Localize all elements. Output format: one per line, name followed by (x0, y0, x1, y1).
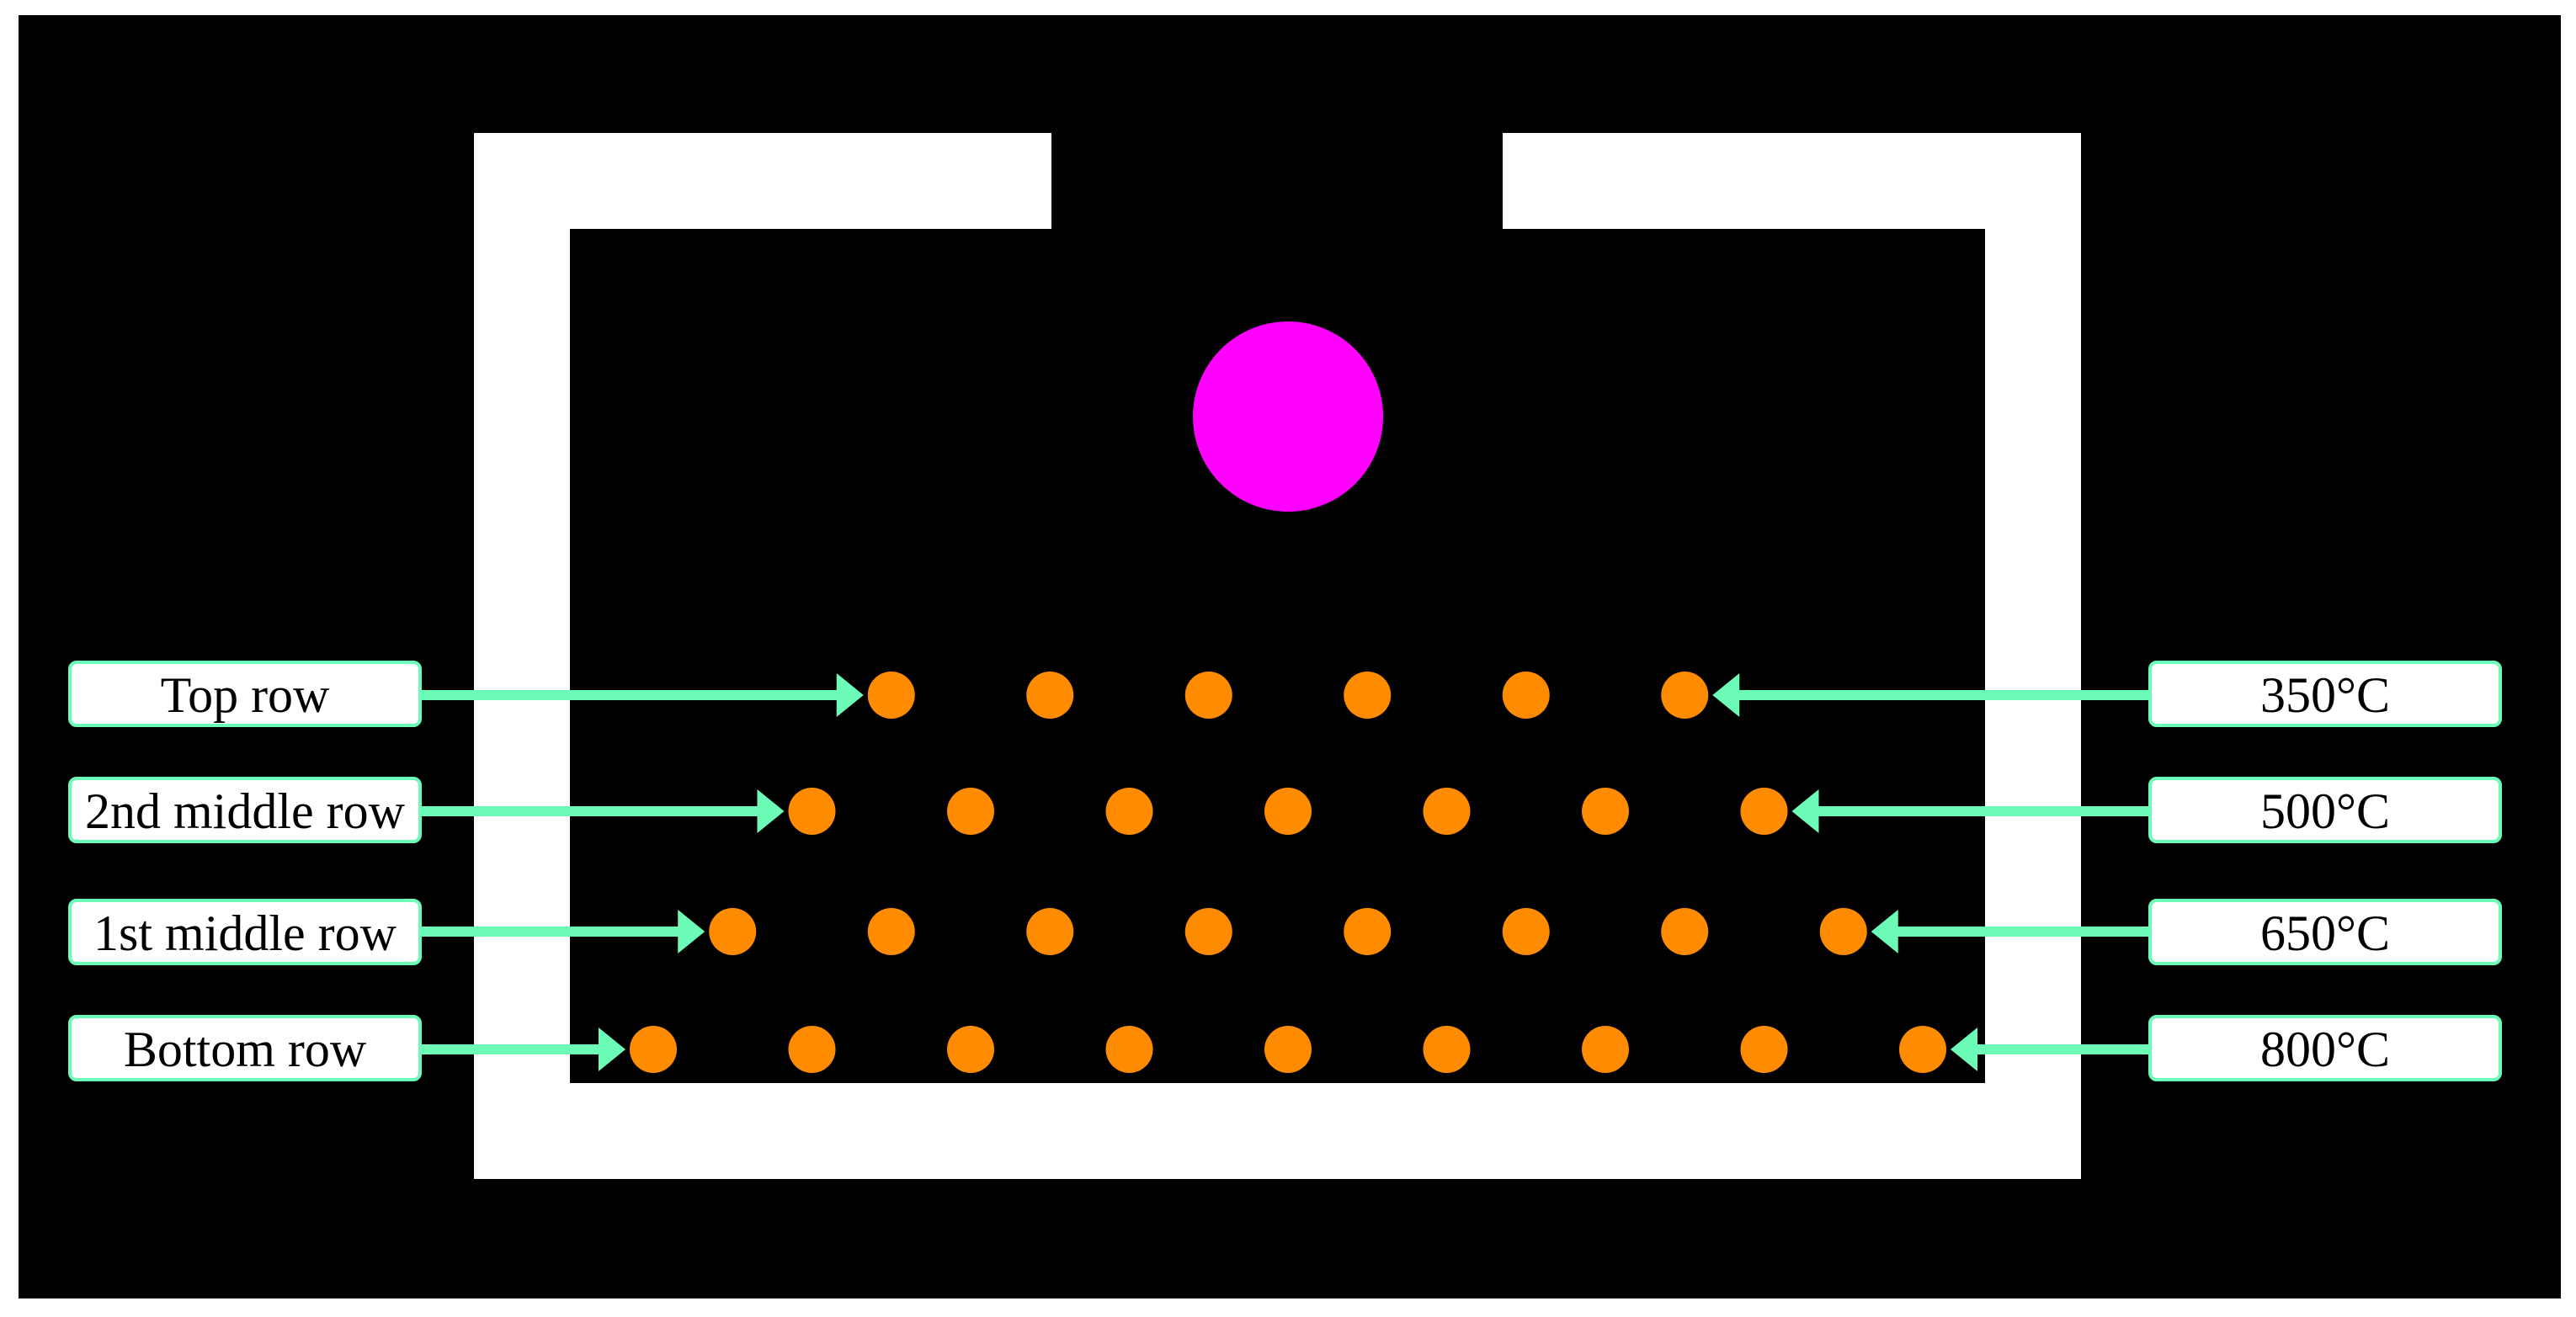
wall-top-right (1503, 133, 2081, 229)
arrow-shaft-1st-middle-left (420, 927, 680, 937)
arrow-shaft-bottom-left (420, 1044, 600, 1054)
arrow-group (420, 673, 2150, 1071)
right-arrow-icon (757, 789, 785, 833)
pellet-1st-middle-7 (1661, 908, 1709, 955)
pellet-2nd-middle-5 (1423, 788, 1471, 835)
temp-label-350-box (2148, 661, 2502, 727)
pellet-top-2 (1026, 672, 1074, 719)
row-label-bottom-box (68, 1015, 422, 1081)
temp-label-650-box (2148, 899, 2502, 965)
pellet-bottom-8 (1740, 1026, 1788, 1073)
temp-label-800-text: 800°C (2260, 1022, 2390, 1077)
pellet-bottom-3 (947, 1026, 994, 1073)
arrow-shaft-2nd-middle-right (1817, 806, 2150, 816)
pellet-2nd-middle-6 (1582, 788, 1629, 835)
left-arrow-icon (1712, 673, 1740, 717)
pellet-bottom-9 (1899, 1026, 1946, 1073)
pellet-top-5 (1502, 672, 1550, 719)
row-label-2nd-middle-text: 2nd middle row (85, 783, 406, 839)
temp-label-350: 350°C (2148, 661, 2502, 727)
pellet-2nd-middle-2 (947, 788, 994, 835)
temp-label-650-text: 650°C (2260, 905, 2390, 961)
wall-left (474, 133, 570, 1179)
pellet-bottom-7 (1582, 1026, 1629, 1073)
pellet-2nd-middle-7 (1740, 788, 1788, 835)
right-arrow-icon (678, 910, 705, 953)
row-label-1st-middle: 1st middle row (68, 899, 422, 965)
temp-label-500: 500°C (2148, 777, 2502, 843)
pellet-2nd-middle-3 (1105, 788, 1153, 835)
pellet-bottom-5 (1264, 1026, 1312, 1073)
row-label-top-text: Top row (161, 667, 330, 723)
arrow-shaft-top-right (1738, 690, 2150, 700)
pellet-top-6 (1661, 672, 1709, 719)
pellet-top-3 (1184, 672, 1232, 719)
wall-bottom (474, 1083, 2081, 1179)
left-arrow-icon (1791, 789, 1819, 833)
wall-right (1985, 133, 2081, 1179)
row-label-2nd-middle: 2nd middle row (68, 777, 422, 843)
temp-label-800-box (2148, 1015, 2502, 1081)
left-arrow-icon (1871, 910, 1898, 953)
arrow-shaft-bottom-right (1976, 1044, 2150, 1054)
temp-label-800: 800°C (2148, 1015, 2502, 1081)
row-label-bottom: Bottom row (68, 1015, 422, 1081)
pellet-bottom-2 (788, 1026, 836, 1073)
right-labels: 350°C 500°C 650°C 800°C (2148, 661, 2502, 1081)
temp-label-650: 650°C (2148, 899, 2502, 965)
pellet-1st-middle-8 (1819, 908, 1867, 955)
arrow-shaft-top-left (420, 690, 838, 700)
arrow-shaft-1st-middle-right (1896, 927, 2150, 937)
temp-label-350-text: 350°C (2260, 667, 2390, 723)
pellet-top-4 (1344, 672, 1392, 719)
right-arrow-icon (599, 1028, 625, 1071)
magenta-sphere (1193, 321, 1383, 512)
pellet-2nd-middle-1 (788, 788, 836, 835)
row-label-2nd-middle-box (68, 777, 422, 843)
row-label-1st-middle-box (68, 899, 422, 965)
pellet-1st-middle-4 (1184, 908, 1232, 955)
pellet-1st-middle-3 (1026, 908, 1074, 955)
row-label-top-box (68, 661, 422, 727)
pellet-grid (630, 672, 1946, 1073)
left-labels: Top row 2nd middle row 1st middle row Bo… (68, 661, 422, 1081)
row-label-1st-middle-text: 1st middle row (93, 905, 397, 961)
temp-label-500-text: 500°C (2260, 783, 2390, 839)
temp-label-500-box (2148, 777, 2502, 843)
pellet-1st-middle-2 (867, 908, 915, 955)
wall-top-left (474, 133, 1051, 229)
left-arrow-icon (1951, 1028, 1977, 1071)
pellet-1st-middle-5 (1344, 908, 1392, 955)
row-label-bottom-text: Bottom row (124, 1022, 367, 1077)
pellet-bottom-6 (1423, 1026, 1471, 1073)
furnace-wall (474, 133, 2081, 1179)
pellet-bottom-1 (630, 1026, 677, 1073)
pellet-top-1 (867, 672, 915, 719)
right-arrow-icon (836, 673, 864, 717)
arrow-shaft-2nd-middle-left (420, 806, 759, 816)
pellet-1st-middle-6 (1502, 908, 1550, 955)
row-label-top: Top row (68, 661, 422, 727)
pellet-2nd-middle-4 (1264, 788, 1312, 835)
pellet-bottom-4 (1105, 1026, 1153, 1073)
pellet-1st-middle-1 (709, 908, 757, 955)
